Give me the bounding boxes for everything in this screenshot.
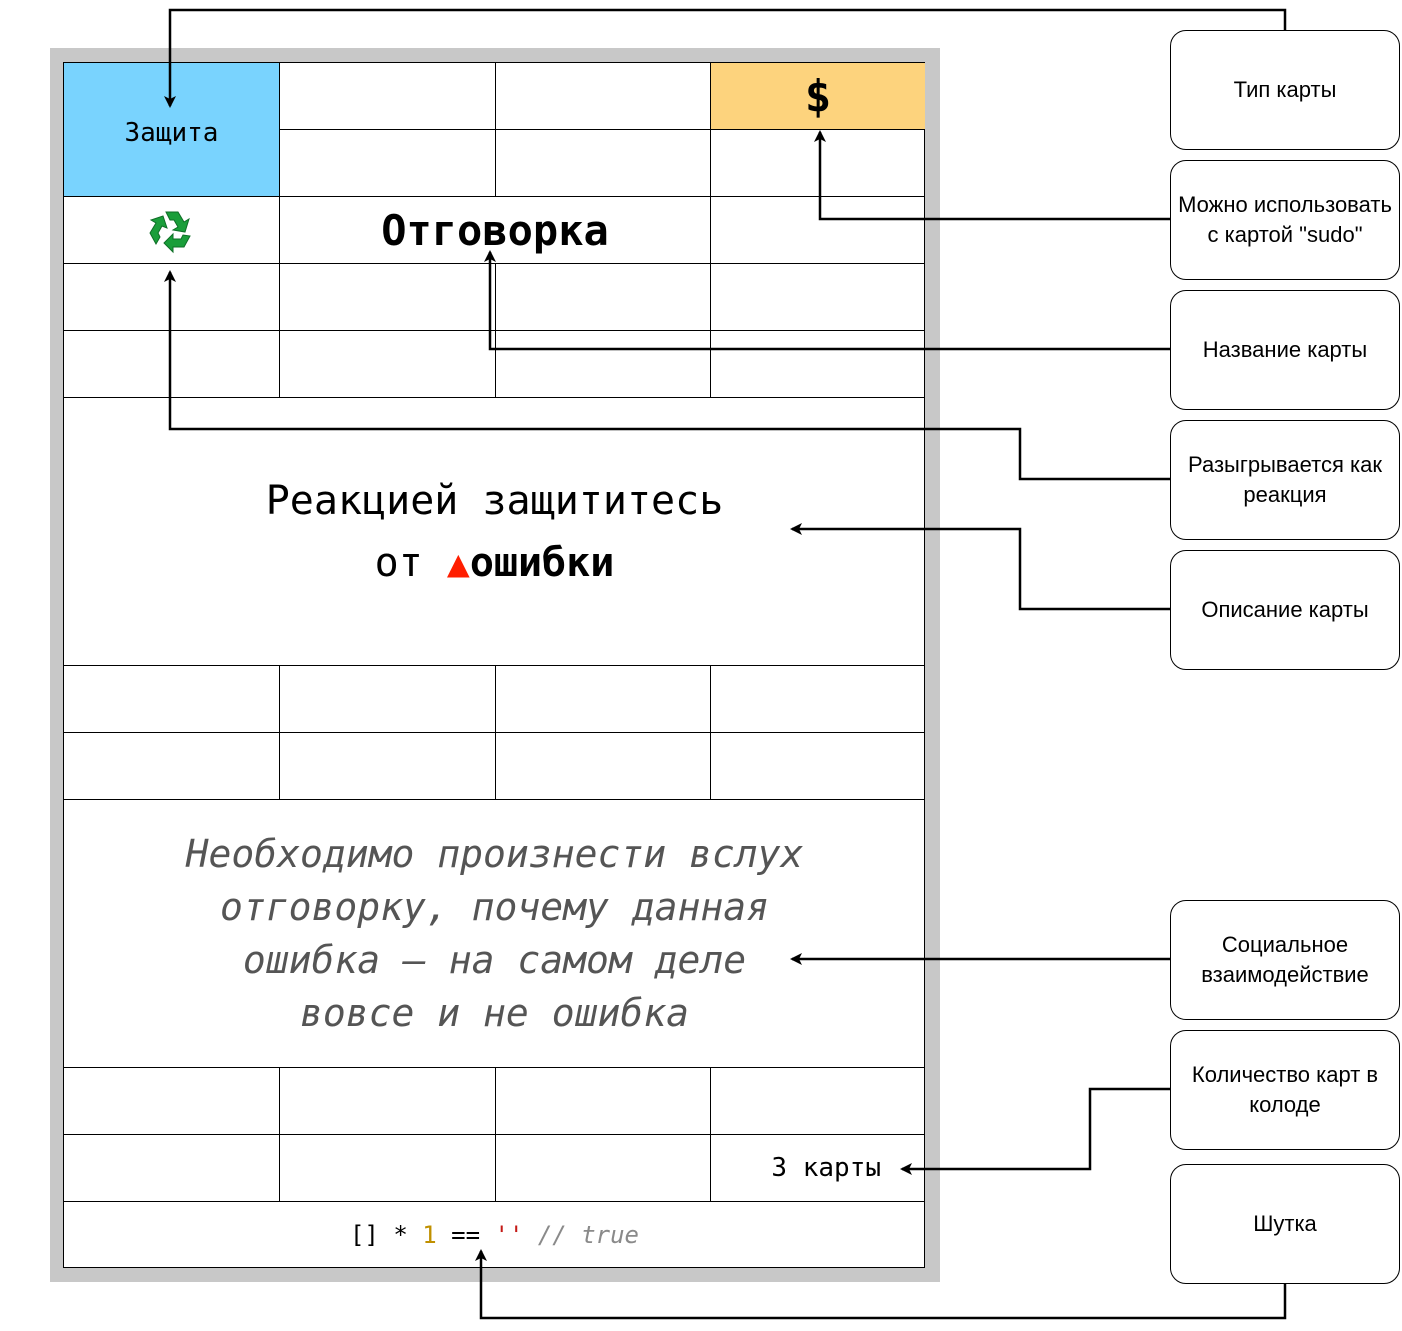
label-card-title: Название карты	[1170, 290, 1400, 410]
label-text: Социальное взаимодействие	[1201, 932, 1369, 987]
grid-line	[64, 397, 925, 398]
card-title: Отговорка	[280, 197, 710, 263]
grid-line	[279, 665, 280, 799]
grid-line	[64, 1067, 925, 1068]
label-text: Можно использовать с картой "sudo"	[1178, 192, 1392, 247]
label-text: Название карты	[1202, 337, 1368, 362]
social-line: вовсе и не ошибка	[300, 990, 689, 1035]
joke-comment: // true	[523, 1221, 639, 1249]
card-description: Реакцией защититесь от ▲ошибки	[64, 398, 925, 665]
label-count: Количество карт в колоде	[1170, 1030, 1400, 1150]
sudo-marker: $	[711, 63, 925, 129]
grid-line	[279, 1067, 280, 1201]
label-text: Описание карты	[1201, 597, 1369, 622]
joke-number: 1	[422, 1221, 437, 1249]
dollar-icon: $	[804, 70, 832, 122]
label-text: Количество карт в колоде	[1191, 1062, 1379, 1117]
joke-operator: *	[378, 1221, 423, 1249]
joke-operator: ==	[436, 1221, 495, 1249]
grid-line	[64, 263, 925, 264]
social-line: отговорку, почему данная	[219, 884, 770, 929]
grid-line	[64, 799, 925, 800]
joke-string: ''	[494, 1221, 524, 1249]
grid-line	[710, 665, 711, 799]
label-social: Социальное взаимодействие	[1170, 900, 1400, 1020]
grid-line	[64, 1201, 925, 1202]
grid-line	[64, 732, 925, 733]
arrow-title	[484, 250, 1170, 351]
grid-line	[495, 264, 496, 398]
game-card: Защита $ Отговорка Реакцией защититесь о…	[63, 62, 925, 1268]
card-joke: [] * 1 == '' // true	[64, 1202, 925, 1268]
grid-line	[495, 1067, 496, 1201]
label-text: Шутка	[1253, 1211, 1317, 1236]
arrow-sudo	[814, 130, 1170, 221]
description-line: Реакцией защититесь	[265, 477, 724, 524]
label-sudo: Можно использовать с картой "sudo"	[1170, 160, 1400, 280]
arrow-count	[900, 1087, 1170, 1175]
arrow-description	[790, 523, 1170, 611]
card-type: Защита	[64, 63, 279, 196]
label-reaction: Разыгрывается как реакция	[1170, 420, 1400, 540]
grid-line	[64, 196, 925, 197]
grid-line	[710, 63, 711, 398]
card-count-text: 3 карты	[771, 1153, 881, 1183]
label-text: Разыгрывается как реакция	[1188, 452, 1382, 507]
arrow-joke	[475, 1249, 1287, 1320]
social-interaction-text: Необходимо произнести вслух отговорку, п…	[64, 800, 925, 1067]
recycle-icon	[148, 211, 191, 254]
description-error-word: ошибки	[469, 539, 615, 586]
grid-line	[279, 63, 280, 398]
reaction-marker	[64, 197, 279, 263]
label-card-type: Тип карты	[1170, 30, 1400, 150]
description-line: от ▲ошибки	[375, 532, 615, 594]
red-triangle-icon: ▲	[446, 540, 470, 585]
joke-brackets: []	[349, 1221, 379, 1249]
card-count: 3 карты	[711, 1135, 925, 1201]
grid-line	[495, 63, 496, 197]
label-text: Тип карты	[1233, 77, 1337, 102]
grid-line	[64, 330, 925, 331]
grid-line	[64, 1134, 925, 1135]
social-line: ошибка – на самом деле	[242, 937, 747, 982]
arrow-reaction	[164, 270, 1170, 481]
grid-line	[495, 665, 496, 799]
card-title-text: Отговорка	[381, 205, 609, 255]
social-line: Необходимо произнести вслух	[185, 831, 804, 876]
arrow-type	[164, 8, 1287, 108]
label-joke: Шутка	[1170, 1164, 1400, 1284]
grid-line	[279, 129, 925, 130]
description-prefix: от	[374, 539, 447, 586]
card-type-label: Защита	[124, 117, 219, 148]
grid-line	[64, 665, 925, 666]
grid-line	[710, 1067, 711, 1201]
label-description: Описание карты	[1170, 550, 1400, 670]
